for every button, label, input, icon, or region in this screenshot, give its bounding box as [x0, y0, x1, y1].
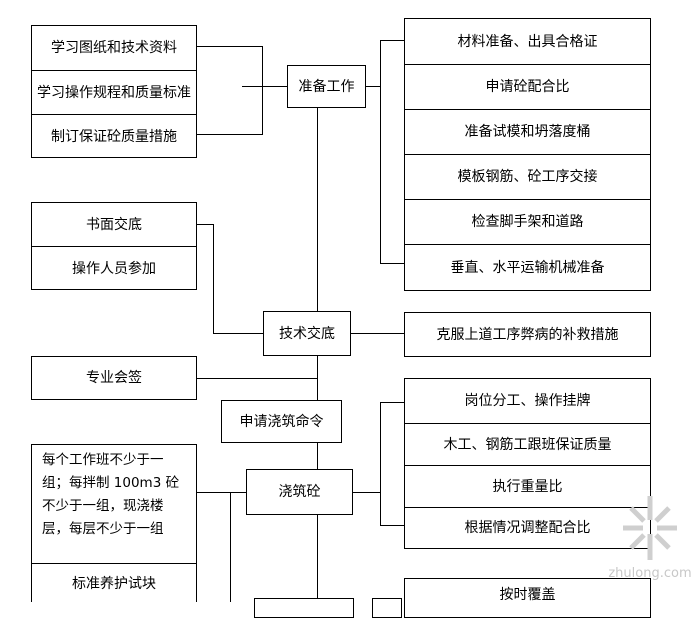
- connector-line: [365, 86, 380, 87]
- connector-line: [380, 40, 405, 41]
- connector-line: [380, 525, 405, 526]
- connector-line: [380, 402, 405, 403]
- follow-shift-item: 木工、钢筋工跟班保证质量: [405, 423, 650, 465]
- connector-line: [213, 333, 263, 334]
- written-disclosure-label: 书面交底: [86, 216, 142, 233]
- material-prep-item: 材料准备、出具合格证: [405, 19, 650, 64]
- scaffold-check-label: 检查脚手架和道路: [471, 214, 584, 230]
- handover-item: 模板钢筋、砼工序交接: [405, 154, 650, 199]
- test-block-box: 每个工作班不少于一组；每拌制 100m3 砼不少于一组，现浇楼层，每层不少于一组…: [31, 444, 197, 602]
- adjust-mix-label: 根据情况调整配合比: [464, 520, 591, 536]
- node-tech-disclosure: 技术交底: [263, 311, 351, 356]
- follow-shift-label: 木工、钢筋工跟班保证质量: [443, 436, 612, 453]
- remedial-measures-label: 克服上道工序弊病的补救措施: [436, 326, 619, 343]
- left-group-disclosure: 书面交底 操作人员参加: [31, 202, 197, 290]
- operators-participate-item: 操作人员参加: [32, 246, 196, 290]
- connector-line: [350, 333, 405, 334]
- connector-line: [380, 402, 381, 526]
- node-prepare: 准备工作: [287, 65, 366, 108]
- connector-line: [213, 224, 214, 333]
- node-tech-disclosure-label: 技术交底: [279, 325, 335, 342]
- cut-off-box-left: [254, 598, 354, 618]
- test-block-requirement: 每个工作班不少于一组；每拌制 100m3 砼不少于一组，现浇楼层，每层不少于一组: [32, 449, 196, 541]
- connector-line: [230, 492, 231, 602]
- job-division-label: 岗位分工、操作挂牌: [464, 393, 591, 409]
- right-group-pouring: 岗位分工、操作挂牌 木工、钢筋工跟班保证质量 执行重量比 根据情况调整配合比: [404, 378, 651, 549]
- connector-line: [262, 46, 263, 135]
- scaffold-check-item: 检查脚手架和道路: [405, 199, 650, 244]
- test-block-requirement-text: 每个工作班不少于一组；每拌制 100m3 砼不少于一组，现浇楼层，每层不少于一组: [42, 452, 180, 537]
- written-disclosure-item: 书面交底: [32, 203, 196, 246]
- right-group-preparation: 材料准备、出具合格证 申请砼配合比 准备试模和坍落度桶 模板钢筋、砼工序交接 检…: [404, 18, 651, 291]
- remedial-measures-box: 克服上道工序弊病的补救措施: [404, 312, 651, 357]
- node-prepare-label: 准备工作: [298, 78, 355, 95]
- adjust-mix-item: 根据情况调整配合比: [405, 507, 650, 548]
- connector-line: [242, 86, 287, 87]
- weight-ratio-label: 执行重量比: [492, 478, 563, 495]
- transport-machinery-item: 垂直、水平运输机械准备: [405, 244, 650, 290]
- professional-countersign-label: 专业会签: [86, 370, 142, 386]
- connector-line: [380, 263, 405, 264]
- timely-cover-label: 按时覆盖: [499, 587, 556, 603]
- watermark: zhulong.com: [608, 490, 692, 600]
- study-standards-label: 学习操作规程和质量标准: [37, 84, 191, 101]
- apply-mix-ratio-label: 申请砼配合比: [485, 79, 570, 95]
- left-group-preparation-study: 学习图纸和技术资料 学习操作规程和质量标准 制订保证砼质量措施: [31, 25, 197, 158]
- apply-mix-ratio-item: 申请砼配合比: [405, 64, 650, 109]
- node-pour: 浇筑砼: [246, 469, 353, 515]
- study-drawings-item: 学习图纸和技术资料: [32, 26, 196, 70]
- watermark-text: zhulong.com: [608, 566, 692, 581]
- zhulong-logo-icon: [623, 496, 677, 560]
- node-pour-label: 浇筑砼: [278, 484, 321, 500]
- node-apply-order-label: 申请浇筑命令: [239, 413, 324, 430]
- job-division-item: 岗位分工、操作挂牌: [405, 379, 650, 423]
- connector-line: [352, 492, 380, 493]
- cut-off-box-right: [372, 598, 402, 618]
- quality-measures-item: 制订保证砼质量措施: [32, 114, 196, 158]
- connector-line: [196, 378, 317, 379]
- study-drawings-label: 学习图纸和技术资料: [51, 40, 177, 56]
- connector-line: [380, 40, 381, 264]
- connector-line: [196, 224, 214, 225]
- test-mold-label: 准备试模和坍落度桶: [464, 124, 591, 140]
- study-standards-item: 学习操作规程和质量标准: [32, 70, 196, 114]
- material-prep-label: 材料准备、出具合格证: [457, 33, 598, 50]
- weight-ratio-item: 执行重量比: [405, 465, 650, 507]
- quality-measures-label: 制订保证砼质量措施: [51, 128, 177, 145]
- professional-countersign-box: 专业会签: [31, 356, 197, 400]
- standard-curing-item: 标准养护试块: [32, 563, 196, 603]
- transport-machinery-label: 垂直、水平运输机械准备: [450, 259, 605, 276]
- standard-curing-label: 标准养护试块: [72, 575, 156, 592]
- connector-line: [196, 134, 262, 135]
- connector-line: [196, 46, 262, 47]
- node-apply-order: 申请浇筑命令: [221, 400, 342, 443]
- operators-participate-label: 操作人员参加: [72, 260, 156, 277]
- connector-line: [196, 492, 246, 493]
- handover-label: 模板钢筋、砼工序交接: [457, 169, 598, 185]
- test-mold-item: 准备试模和坍落度桶: [405, 109, 650, 154]
